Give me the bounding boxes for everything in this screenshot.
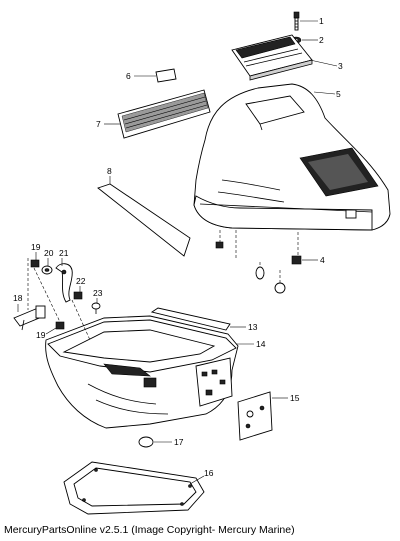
part-19-nut-lower[interactable] (55, 321, 65, 330)
part-13-seal-strip[interactable] (150, 307, 231, 331)
latch-assembly-guides (27, 258, 91, 341)
part-20-washer[interactable] (41, 265, 53, 275)
callout-1[interactable]: 1 (319, 16, 324, 26)
part-8-long-decal[interactable] (97, 183, 191, 257)
callout-4[interactable]: 4 (320, 255, 325, 265)
part-4-nut[interactable] (291, 255, 302, 265)
callout-18[interactable]: 18 (13, 293, 23, 303)
part-23-screw[interactable] (91, 302, 101, 314)
callout-13[interactable]: 13 (248, 322, 258, 332)
callout-6[interactable]: 6 (126, 71, 131, 81)
part-21-latch-hook[interactable] (55, 263, 73, 303)
callout-15[interactable]: 15 (290, 393, 300, 403)
callout-5[interactable]: 5 (336, 89, 341, 99)
part-16-gasket[interactable] (63, 461, 205, 515)
copyright-caption: MercuryPartsOnline v2.5.1 (Image Copyrig… (4, 524, 295, 536)
callout-19-lower[interactable]: 19 (36, 330, 46, 340)
leader-lines (17, 20, 338, 485)
callout-21[interactable]: 21 (59, 248, 69, 258)
part-17-plug[interactable] (138, 436, 154, 448)
callout-16[interactable]: 16 (204, 468, 214, 478)
part-18-latch-handle[interactable] (13, 305, 46, 331)
part-6-decal[interactable] (155, 68, 177, 83)
callout-7[interactable]: 7 (96, 119, 101, 129)
callout-22[interactable]: 22 (76, 276, 86, 286)
part-7-decal-strip[interactable] (117, 89, 211, 139)
part-15-cover-plate[interactable] (237, 391, 273, 441)
callout-19-upper[interactable]: 19 (31, 242, 41, 252)
callout-20[interactable]: 20 (44, 248, 54, 258)
part-3-top-cap[interactable] (231, 34, 313, 81)
callout-2[interactable]: 2 (319, 35, 324, 45)
part-14-bottom-cowl[interactable] (45, 315, 239, 429)
cowl-fastener-hardware (215, 230, 299, 294)
part-19-nut-upper[interactable] (30, 259, 40, 268)
callout-23[interactable]: 23 (93, 288, 103, 298)
part-5-top-cowl[interactable] (193, 83, 391, 231)
callout-17[interactable]: 17 (174, 437, 184, 447)
callout-8[interactable]: 8 (107, 166, 112, 176)
part-1-screw[interactable] (293, 11, 300, 31)
part-22-nut[interactable] (73, 291, 83, 300)
callout-14[interactable]: 14 (256, 339, 266, 349)
callout-3[interactable]: 3 (338, 61, 343, 71)
exploded-view-drawing: 1 2 3 4 5 6 7 8 13 14 15 16 17 18 19 19 … (13, 11, 391, 515)
